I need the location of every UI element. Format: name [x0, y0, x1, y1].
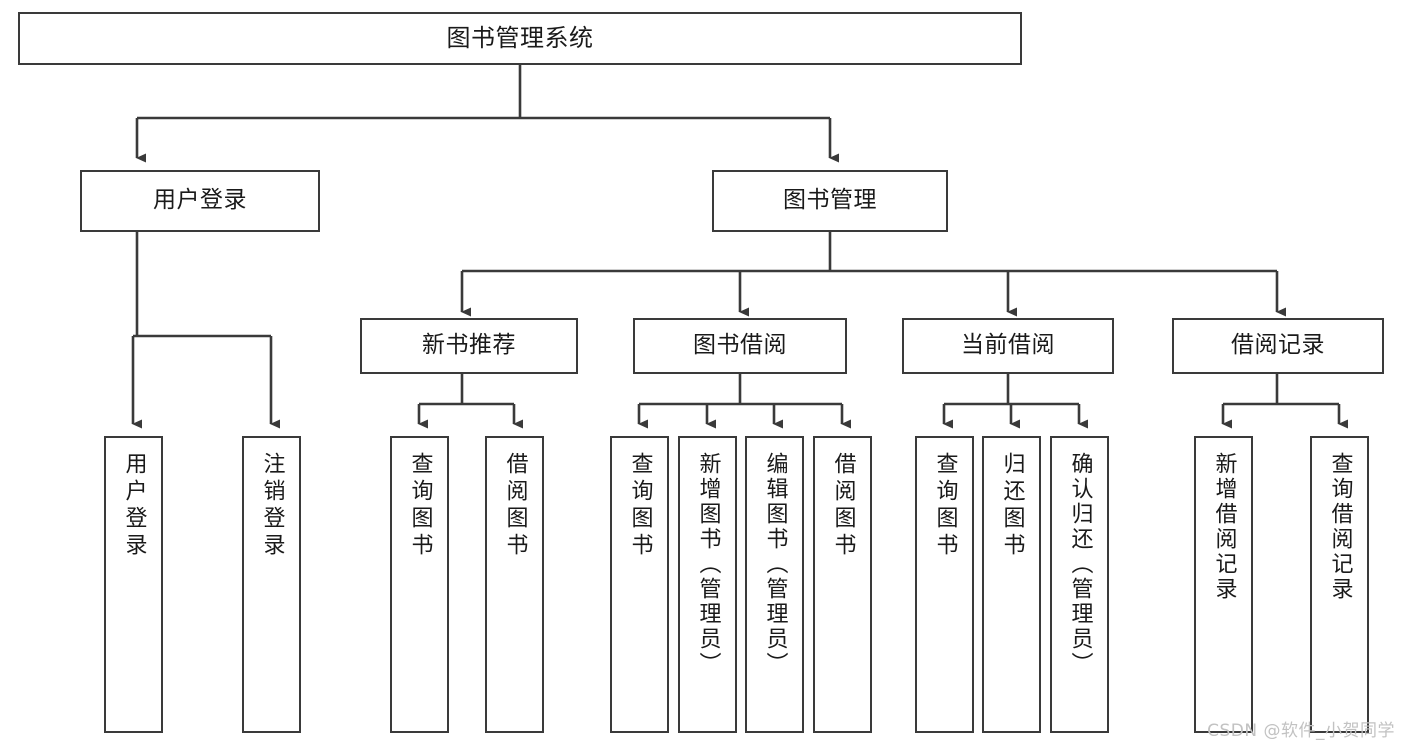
node-label: 新增借阅记录: [1211, 452, 1237, 602]
node-label: 编辑图书（管理员）: [762, 452, 788, 677]
node-leaf-query-book-current[interactable]: 查询图书: [915, 436, 974, 733]
node-leaf-add-borrow-record[interactable]: 新增借阅记录: [1194, 436, 1253, 733]
node-label: 查询图书: [932, 452, 958, 560]
node-label: 注销登录: [259, 452, 285, 560]
node-leaf-user-login[interactable]: 用户登录: [104, 436, 163, 733]
node-borrow-record[interactable]: 借阅记录: [1172, 318, 1384, 374]
node-leaf-confirm-return-admin[interactable]: 确认归还（管理员）: [1050, 436, 1109, 733]
node-leaf-return-book[interactable]: 归还图书: [982, 436, 1041, 733]
node-leaf-query-book-newbook[interactable]: 查询图书: [390, 436, 449, 733]
node-label: 归还图书: [999, 452, 1025, 560]
node-label: 查询图书: [627, 452, 653, 560]
node-leaf-borrow-book-newbook[interactable]: 借阅图书: [485, 436, 544, 733]
node-current-borrow[interactable]: 当前借阅: [902, 318, 1114, 374]
node-root-book-management-system[interactable]: 图书管理系统: [18, 12, 1022, 65]
node-label: 图书管理系统: [446, 24, 594, 53]
node-user-login[interactable]: 用户登录: [80, 170, 320, 232]
node-book-borrow[interactable]: 图书借阅: [633, 318, 847, 374]
node-label: 新增图书（管理员）: [695, 452, 721, 677]
node-label: 新书推荐: [422, 332, 516, 359]
node-leaf-edit-book-admin[interactable]: 编辑图书（管理员）: [745, 436, 804, 733]
node-new-book-recommendation[interactable]: 新书推荐: [360, 318, 578, 374]
node-book-management[interactable]: 图书管理: [712, 170, 948, 232]
watermark: CSDN @软件_小贺同学: [1207, 721, 1395, 741]
node-leaf-logout[interactable]: 注销登录: [242, 436, 301, 733]
node-leaf-borrow-book[interactable]: 借阅图书: [813, 436, 872, 733]
node-label: 查询借阅记录: [1327, 452, 1353, 602]
node-label: 图书借阅: [693, 332, 787, 359]
node-label: 用户登录: [153, 187, 247, 214]
node-label: 查询图书: [407, 452, 433, 560]
node-label: 借阅记录: [1231, 332, 1325, 359]
node-label: 图书管理: [783, 187, 877, 214]
node-label: 借阅图书: [830, 452, 856, 560]
node-leaf-query-borrow-record[interactable]: 查询借阅记录: [1310, 436, 1369, 733]
node-label: 确认归还（管理员）: [1067, 452, 1093, 677]
node-label: 借阅图书: [502, 452, 528, 560]
node-label: 当前借阅: [961, 332, 1055, 359]
node-leaf-add-book-admin[interactable]: 新增图书（管理员）: [678, 436, 737, 733]
node-leaf-query-book-borrow[interactable]: 查询图书: [610, 436, 669, 733]
node-label: 用户登录: [121, 452, 147, 560]
